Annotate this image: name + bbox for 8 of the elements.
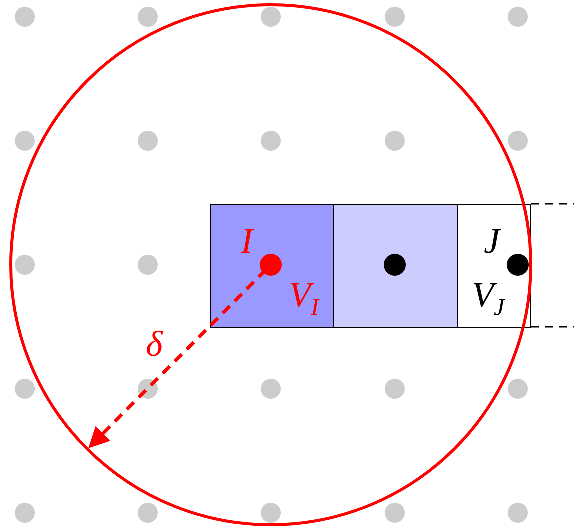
volume-label: V$_{J}$ <box>472 277 505 320</box>
cell-square <box>210 204 334 328</box>
cell-square <box>333 204 458 328</box>
point-label: I <box>241 223 253 259</box>
cell-square <box>457 204 531 328</box>
dimension-label: δ <box>146 326 163 362</box>
point-label: J <box>484 223 500 259</box>
volume-label: V$_{I}$ <box>289 277 319 320</box>
